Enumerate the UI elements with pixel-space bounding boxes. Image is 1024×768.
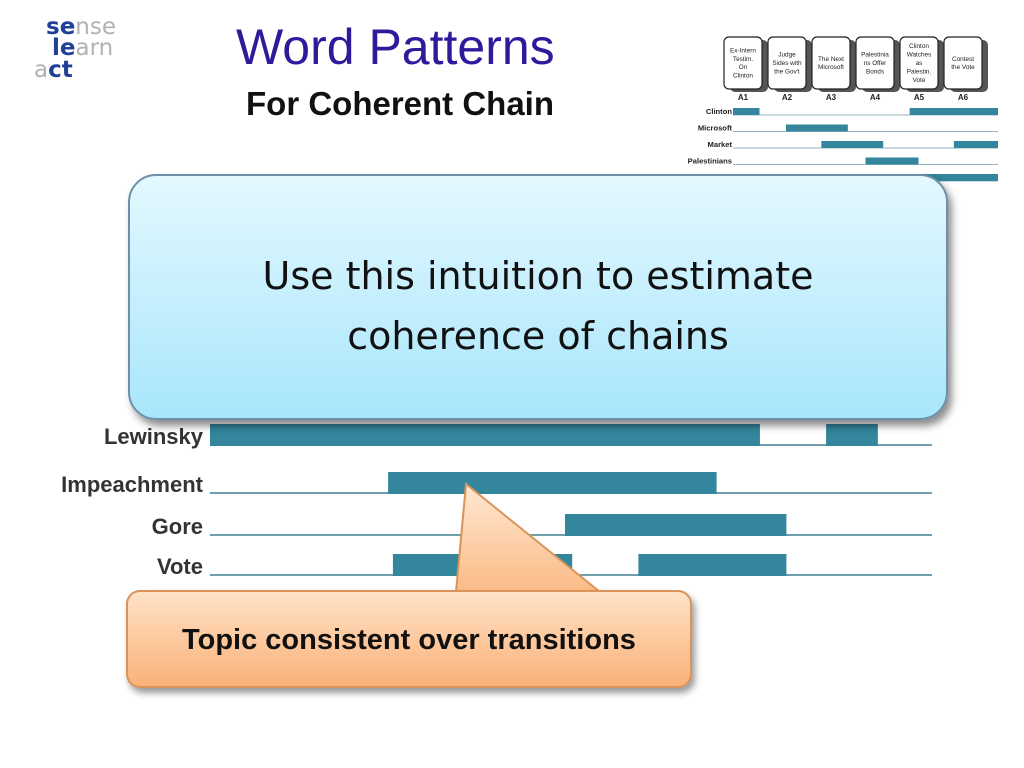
article-card-face	[855, 36, 895, 90]
thumbnail-bar-segment	[953, 141, 998, 148]
logo-row-2: learn	[52, 37, 113, 60]
article-label: A5	[914, 93, 925, 102]
slide-title: Word Patterns	[236, 19, 555, 75]
article-card-text: Sides with	[772, 60, 802, 67]
article-card-face	[723, 36, 763, 90]
article-card-text: Contest	[952, 56, 974, 63]
article-card-text: Clinton	[909, 43, 929, 50]
article-card-text: as	[916, 60, 923, 67]
article-label: A1	[738, 93, 749, 102]
slide-subtitle: For Coherent Chain	[246, 85, 555, 122]
chart-bar-segment	[392, 554, 573, 576]
article-label: A6	[958, 93, 969, 102]
thumbnail-bar-segment	[786, 124, 848, 132]
thumbnail-bar-segment	[865, 157, 919, 165]
logo-row-1: sense	[46, 16, 116, 39]
thumbnail-word-label: Palestinians	[688, 157, 732, 166]
logo-text: nse	[75, 14, 117, 40]
article-card-text: the Vote	[951, 64, 975, 71]
logo-text: se	[46, 14, 76, 40]
chart-bar-segment	[388, 472, 717, 494]
article-card-text: Vote	[913, 77, 926, 84]
logo-row-3: act	[34, 59, 73, 82]
article-label: A4	[870, 93, 881, 102]
article-card-text: Bonds	[866, 68, 884, 75]
logo-text: a	[34, 57, 49, 83]
sense-learn-act-logo: sense learn act	[34, 16, 134, 88]
chart-row-label: Impeachment	[61, 472, 203, 497]
thumbnail-word-label: Market	[708, 140, 733, 149]
topic-callout: Topic consistent over transitions	[126, 590, 692, 688]
article-card-text: Testim.	[733, 56, 753, 63]
chart-bar-segment	[210, 424, 760, 446]
thumbnail-bar-segment	[909, 174, 998, 181]
thumbnail-word-label: Microsoft	[698, 124, 733, 133]
chart-row-label: Lewinsky	[104, 424, 204, 449]
topic-callout-text: Topic consistent over transitions	[182, 624, 636, 656]
thumbnail-word-label: Clinton	[706, 107, 733, 116]
chart-row-label: Gore	[152, 514, 203, 539]
thumbnail-bar-segment	[821, 141, 884, 148]
logo-text: le	[52, 35, 76, 61]
article-card-text: Ex-Intern	[730, 47, 756, 54]
article-card-text: Judge	[778, 52, 796, 59]
article-card-text: On	[739, 64, 748, 71]
thumbnail-bar-segment	[909, 108, 998, 115]
article-card-text: Watches	[907, 52, 932, 59]
article-card-text: the Gov't	[774, 68, 800, 75]
article-card-face	[767, 36, 807, 90]
article-card-text: Palestinia	[861, 52, 889, 59]
article-card-text: ns Offer	[864, 60, 887, 67]
intuition-callout-text: Use this intuition to estimate coherence…	[130, 246, 946, 366]
article-label: A2	[782, 93, 793, 102]
article-card-text: Clinton	[733, 73, 753, 80]
article-card-face	[943, 36, 983, 90]
chart-row-label: Vote	[157, 554, 203, 579]
logo-text: ct	[48, 57, 73, 83]
article-card-face	[899, 36, 939, 90]
thumbnail-bar-segment	[733, 108, 760, 115]
article-card-text: Microsoft	[818, 64, 844, 71]
chart-bar-segment	[564, 514, 787, 536]
callout-line: Use this intuition to estimate	[262, 254, 814, 298]
chart-bar-segment	[638, 554, 787, 576]
chart-bar-segment	[826, 424, 878, 446]
article-card-text: Palestin.	[907, 68, 932, 75]
article-card-text: The Next	[818, 56, 844, 63]
callout-line: coherence of chains	[347, 314, 729, 358]
intuition-callout: Use this intuition to estimate coherence…	[128, 174, 948, 420]
logo-text: arn	[75, 35, 114, 61]
article-card-face	[811, 36, 851, 90]
article-label: A3	[826, 93, 837, 102]
